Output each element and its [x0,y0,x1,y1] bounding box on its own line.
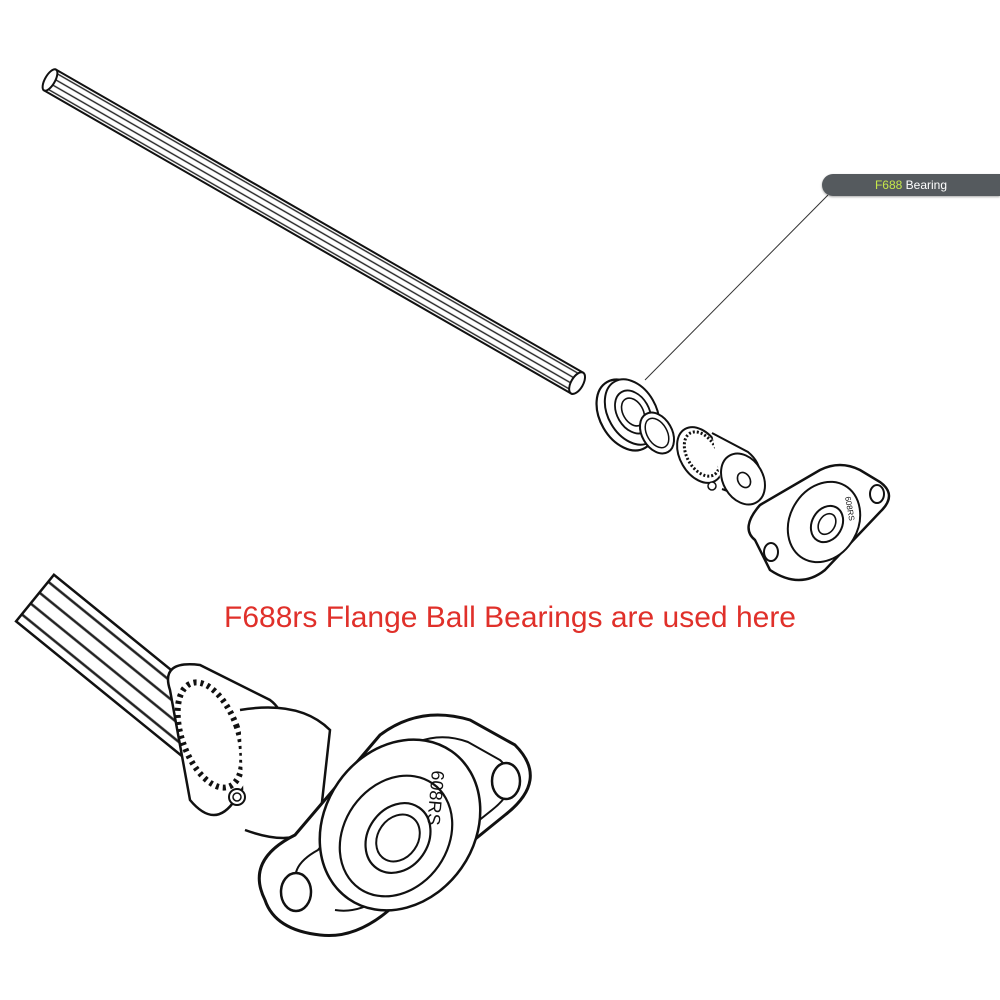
lead-screw [41,68,587,395]
timing-pulley [676,426,766,506]
flange-bearing-marking-top: 608RS [843,496,856,522]
callout-part-name: Bearing [905,178,948,192]
washer [638,411,676,455]
callout-part-code: F688 [874,178,903,192]
flange-bearing-closeup: 608RS [166,663,532,938]
flange-bearing-marking-bottom: 608RS [423,770,448,827]
flange-bearing-small: 608RS [747,463,891,582]
part-callout-label: F688 Bearing [822,174,1000,196]
callout-leader-line [644,194,829,381]
caption-text: F688rs Flange Ball Bearings are used her… [224,601,796,634]
